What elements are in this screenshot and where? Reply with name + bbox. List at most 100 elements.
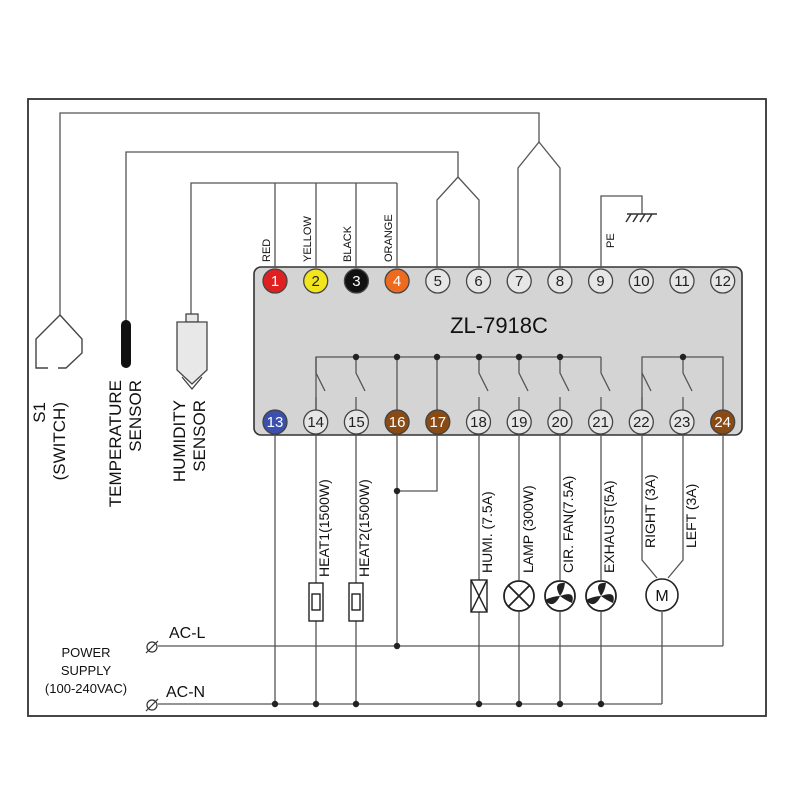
humidity-caption: HUMIDITY SENSOR: [170, 400, 209, 482]
terminal-circle: [384, 409, 410, 435]
terminal-5: 5: [425, 268, 451, 294]
temperature-wire-branch: [436, 176, 480, 268]
terminal-number: 3: [352, 273, 360, 290]
terminal-circle: [506, 268, 532, 294]
ac-neutral-label: AC-N: [166, 684, 205, 701]
terminal-11: 11: [669, 268, 695, 294]
terminal-number: 18: [470, 414, 487, 431]
terminal-circle: [303, 409, 329, 435]
terminal-number: 4: [393, 273, 401, 290]
terminal-number: 15: [348, 414, 365, 431]
terminal-14: 14: [303, 409, 329, 435]
load-label-cir-fan: CIR. FAN(7.5A): [560, 476, 576, 573]
terminal-8: 8: [547, 268, 573, 294]
load-label-heat2: HEAT2(1500W): [356, 479, 372, 577]
load-label-heat1: HEAT1(1500W): [316, 479, 332, 577]
motor-icon: M: [645, 578, 679, 612]
terminal-circle: [710, 409, 736, 435]
svg-text:(SWITCH): (SWITCH): [50, 402, 69, 480]
heater-icon: [348, 582, 364, 622]
terminal-number: 22: [633, 414, 650, 431]
wire-label-1: RED: [261, 239, 273, 262]
terminal-4: 4: [384, 268, 410, 294]
pe-wire: [600, 195, 643, 268]
svg-text:SENSOR: SENSOR: [126, 380, 145, 452]
terminal-circle: [628, 409, 654, 435]
svg-text:(100-240VAC): (100-240VAC): [45, 681, 127, 696]
terminal-circle: [425, 409, 451, 435]
terminal-number: 2: [312, 273, 320, 290]
load-label-exhaust: EXHAUST(5A): [601, 480, 617, 573]
relay-junction-dots: [352, 353, 687, 361]
terminal-number: 11: [674, 273, 690, 290]
svg-text:POWER: POWER: [61, 645, 110, 660]
terminal-13: 13: [262, 409, 288, 435]
wire-label-9: PE: [605, 233, 617, 248]
terminal-circle: [343, 268, 370, 294]
terminal-circle: [343, 409, 370, 435]
terminal-3: 3: [343, 268, 370, 294]
terminal-number: 6: [474, 273, 482, 290]
load-label-lamp: LAMP (300W): [520, 485, 536, 573]
terminal-19: 19: [506, 409, 532, 435]
lamp-icon: [503, 580, 535, 612]
ground-icon: [625, 213, 657, 223]
terminal-10: 10: [628, 268, 654, 294]
humidifier-icon: [470, 579, 488, 613]
terminal-circle: [425, 268, 451, 294]
terminal-number: 13: [267, 414, 284, 431]
terminal-number: 16: [389, 414, 406, 431]
terminal-20: 20: [547, 409, 573, 435]
terminal-number: 7: [515, 273, 523, 290]
terminal-row-bottom: 13 14 15 16 17 18 19 20 21 22 23 24: [262, 409, 736, 435]
power-junction-dots: [271, 487, 605, 708]
switch-caption: S1 (SWITCH): [30, 402, 69, 480]
motor-symbol: M: [655, 588, 668, 605]
controller-model: ZL-7918C: [450, 313, 548, 338]
ac-live-label: AC-L: [169, 625, 206, 642]
temperature-caption: TEMPERATURE SENSOR: [106, 380, 145, 507]
humidity-wire: [190, 182, 397, 314]
terminal-number: 21: [592, 414, 609, 431]
terminal-circle: [465, 409, 492, 435]
terminal-18: 18: [465, 409, 492, 435]
load-label-right: RIGHT (3A): [642, 474, 658, 548]
terminal-15: 15: [343, 409, 370, 435]
terminal-circle: [547, 268, 573, 294]
temperature-probe-icon: [121, 320, 131, 368]
terminal-circle: [506, 409, 532, 435]
terminal-circle: [262, 409, 288, 435]
diagram-frame: [27, 98, 767, 717]
terminal-2: 2: [303, 268, 329, 294]
terminal-number: 14: [307, 414, 324, 431]
terminal-24: 24: [710, 409, 736, 435]
heater-icon: [308, 582, 324, 622]
terminal-number: 9: [596, 273, 604, 290]
svg-text:TEMPERATURE: TEMPERATURE: [106, 380, 125, 507]
load-wires: [274, 433, 724, 704]
terminal-number: 12: [714, 273, 731, 290]
fan-icon: [585, 580, 617, 612]
terminal-circle: [262, 268, 288, 294]
humidity-probe-icon: [176, 313, 208, 391]
terminal-number: 8: [556, 273, 564, 290]
temperature-wire: [125, 151, 459, 320]
terminal-16: 16: [384, 409, 410, 435]
terminal-1: 1: [262, 268, 288, 294]
terminal-17: 17: [425, 409, 451, 435]
terminal-circle: [669, 268, 695, 294]
terminal-23: 23: [669, 409, 695, 435]
terminal-circle: [587, 409, 614, 435]
terminal-number: 19: [511, 414, 528, 431]
ac-terminal-symbols: [145, 640, 159, 712]
fan-icon: [544, 580, 576, 612]
svg-text:HUMIDITY: HUMIDITY: [170, 400, 189, 482]
svg-text:SENSOR: SENSOR: [190, 400, 209, 472]
terminal-number: 17: [429, 414, 446, 431]
terminal-7: 7: [506, 268, 532, 294]
load-labels: HEAT1(1500W) HEAT2(1500W) HUMI. (7.5A) L…: [316, 474, 699, 577]
terminal-circle: [547, 409, 573, 435]
terminal-circle: [587, 268, 614, 294]
terminal-number: 24: [714, 414, 731, 431]
